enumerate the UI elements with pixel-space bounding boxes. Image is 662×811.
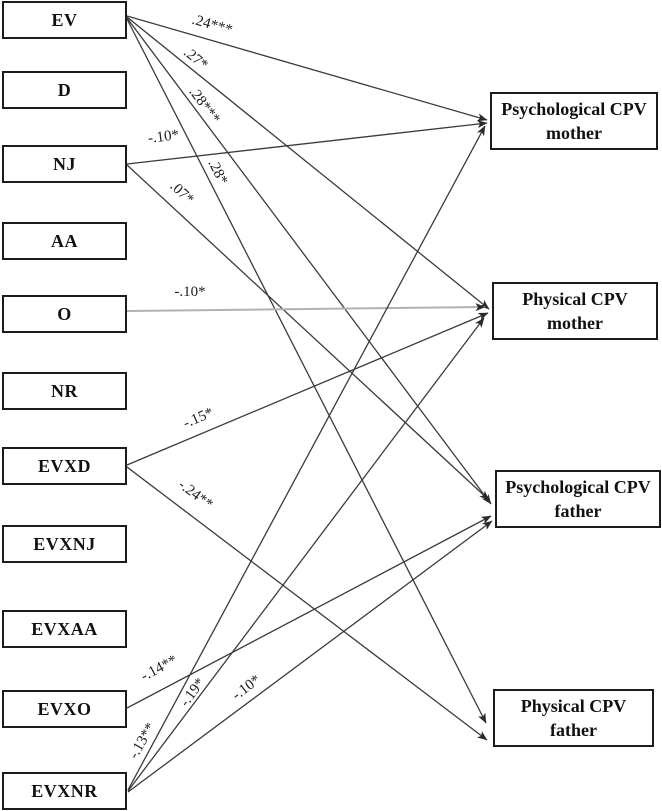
edge-coefficient-evxnr-psy_f: -.10* bbox=[229, 672, 264, 704]
node-label-nr: NR bbox=[51, 380, 78, 401]
node-ev: EV bbox=[2, 1, 127, 39]
edge-coefficient-ev-phy_m: .27* bbox=[180, 44, 210, 73]
edge-line-evxnr-psy_m bbox=[127, 125, 486, 791]
edge-line-ev-psy_m bbox=[126, 15, 488, 122]
edge-coefficient-ev-phy_f: .28* bbox=[204, 157, 230, 188]
edge-coefficient-ev-psy_m: .24*** bbox=[190, 12, 234, 39]
edge-line-ev-phy_m bbox=[126, 16, 490, 310]
node-label-d: D bbox=[57, 79, 72, 100]
edge-line-evxd-phy_f bbox=[126, 466, 488, 741]
edge-coefficient-nj-psy_f: .07* bbox=[167, 178, 197, 208]
node-label-aa: AA bbox=[51, 230, 78, 251]
node-label-o: O bbox=[57, 303, 72, 324]
node-evxo: EVXO bbox=[2, 690, 127, 728]
node-evxnr: EVXNR bbox=[2, 772, 127, 810]
node-label-nj: NJ bbox=[53, 153, 76, 174]
node-nr: NR bbox=[2, 372, 127, 410]
node-label-evxo: EVXO bbox=[37, 698, 92, 719]
edge-coefficient-nj-psy_m: -.10* bbox=[147, 127, 180, 147]
edge-line-evxnr-phy_m bbox=[127, 317, 485, 792]
node-label-evxnj: EVXNJ bbox=[33, 533, 96, 554]
edge-coefficient-evxnr-phy_m: -.19* bbox=[177, 675, 209, 710]
edge-line-ev-phy_f bbox=[126, 18, 487, 724]
edge-line-evxnr-psy_f bbox=[127, 520, 493, 793]
node-nj: NJ bbox=[2, 145, 127, 183]
node-evxd: EVXD bbox=[2, 447, 127, 485]
edge-coefficient-o-phy_m: -.10* bbox=[174, 284, 205, 300]
edge-line-ev-psy_f bbox=[126, 17, 492, 505]
edge-line-nj-psy_m bbox=[126, 120, 488, 165]
edge-line-evxd-phy_m bbox=[126, 312, 489, 466]
node-evxnj: EVXNJ bbox=[2, 525, 127, 563]
node-aa: AA bbox=[2, 222, 127, 260]
node-o: O bbox=[2, 295, 127, 333]
edge-coefficient-evxo-psy_f: -.14** bbox=[138, 652, 180, 684]
node-d: D bbox=[2, 71, 127, 109]
edge-line-o-phy_m bbox=[126, 303, 486, 312]
node-label-evxd: EVXD bbox=[37, 455, 91, 476]
node-label-evxaa: EVXAA bbox=[31, 618, 98, 639]
edge-coefficient-evxd-phy_m: -.15* bbox=[181, 405, 216, 432]
node-label-ev: EV bbox=[51, 9, 78, 30]
node-evxaa: EVXAA bbox=[2, 610, 127, 648]
edge-line-evxo-psy_f bbox=[126, 515, 492, 709]
node-label-evxnr: EVXNR bbox=[31, 780, 98, 801]
edge-line-nj-psy_f bbox=[126, 164, 490, 501]
